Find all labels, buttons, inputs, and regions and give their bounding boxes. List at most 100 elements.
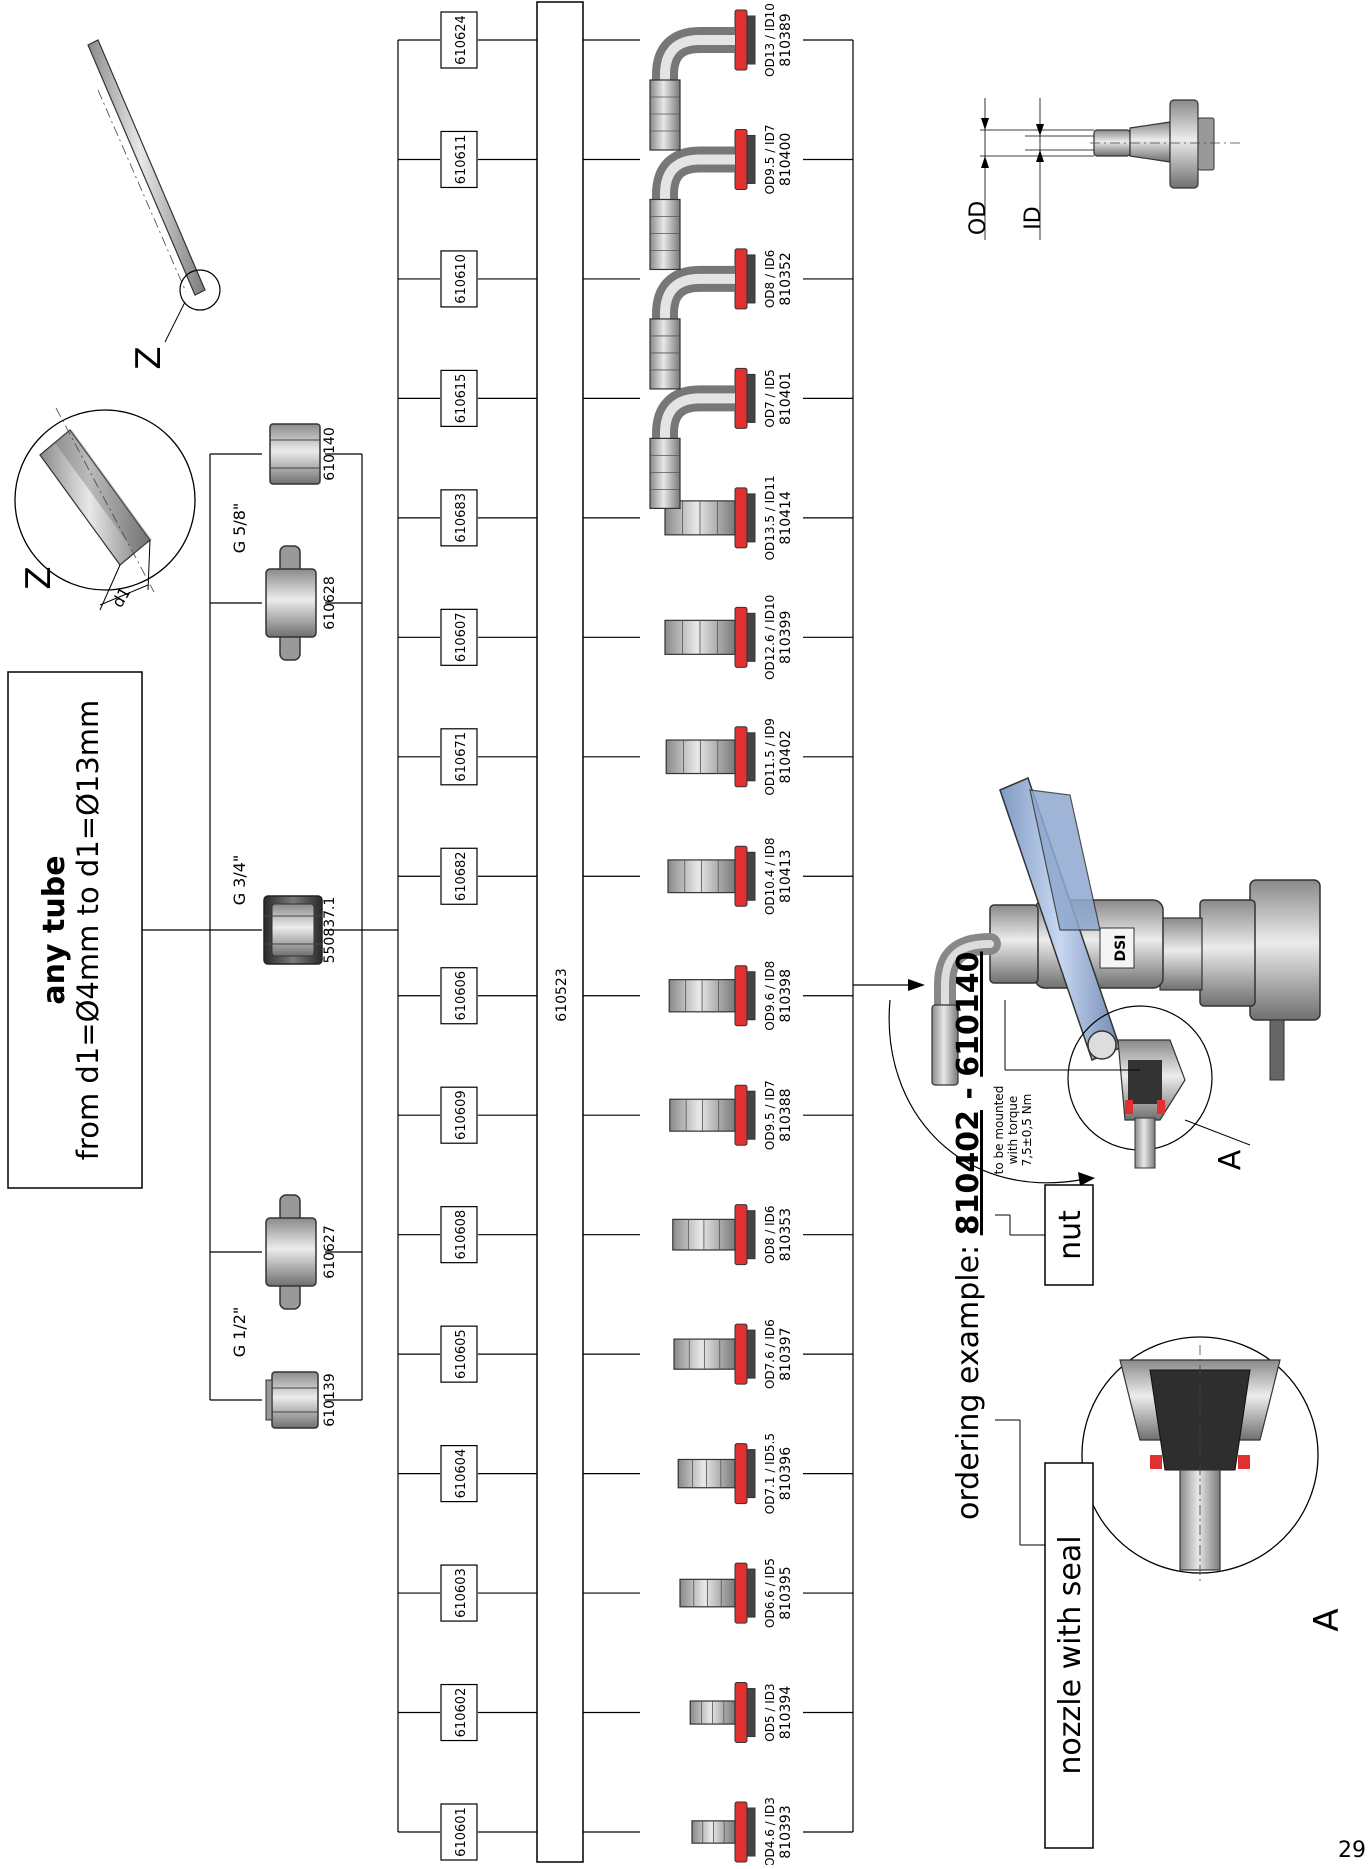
thread-label-g34: G 3/4"	[230, 855, 249, 906]
nozzle-code-label: 810401	[778, 372, 794, 425]
nozzle-size-label: OD8 / ID6	[763, 250, 777, 308]
nut-code-label: 610601	[454, 1807, 469, 1857]
nut-code-row: 610609	[398, 1086, 537, 1144]
straight-nozzle-drawing	[679, 1562, 756, 1624]
straight-nozzle-drawing	[668, 965, 756, 1027]
section-marker-detail: A	[1307, 1608, 1347, 1631]
nut-code-row: 610611	[398, 130, 537, 189]
nut-code-label: 610683	[454, 493, 469, 543]
nozzle-size-label: OD13 / ID10	[763, 3, 777, 77]
nut-code-row: 610671	[398, 728, 537, 786]
straight-nozzle-drawing	[669, 1084, 756, 1146]
page-number: 29	[1338, 1838, 1366, 1863]
part-code-610140: 610140	[322, 427, 338, 480]
nozzle-size-label: OD12.6 / ID10	[763, 595, 777, 680]
nozzle-code-label: 810399	[778, 611, 794, 664]
pointer-arrows	[853, 979, 1095, 1186]
nut-code-label: 610609	[454, 1090, 469, 1140]
nozzle-code-label: 810394	[778, 1686, 794, 1740]
nut-code-row: 610610	[398, 250, 537, 308]
ordering-separator: -	[951, 1077, 986, 1110]
nut-code-row: 610606	[398, 967, 537, 1025]
nut-code-row: 610608	[398, 1206, 537, 1264]
part-code-610628: 610628	[322, 576, 338, 629]
nut-code-label: 610624	[454, 15, 469, 65]
thread-tree-lines	[142, 453, 398, 1401]
torque-note-3: 7,5±0,5 Nm	[1020, 1094, 1034, 1167]
nozzle-size-label: OD9.5 / ID7	[763, 125, 777, 195]
nozzle-code-label: 810398	[778, 969, 794, 1022]
center-part-code: 610523	[554, 968, 570, 1021]
nut-code-label: 610603	[454, 1568, 469, 1618]
nozzle-code-label: 810352	[778, 252, 794, 305]
od-label: OD	[966, 201, 991, 235]
tube-box-title: any tube	[37, 855, 72, 1004]
ordering-text: ordering example: 810402 - 610140	[951, 951, 986, 1520]
hex-nut-610140	[269, 423, 321, 485]
adapter-610627	[265, 1194, 317, 1310]
nut-code-row: 610624	[398, 11, 537, 69]
straight-nozzle-drawing	[677, 1443, 756, 1505]
nozzle-size-label: OD6.6 / ID5	[763, 1558, 777, 1628]
part-code-610139: 610139	[322, 1373, 338, 1426]
nozzle-code-label: 810414	[778, 491, 794, 545]
nozzle-code-label: 810395	[778, 1566, 794, 1619]
nut-code-label: 610608	[454, 1210, 469, 1260]
nut-code-label: 610606	[454, 971, 469, 1021]
nut-code-row: 610607	[398, 608, 537, 666]
nozzle-size-label: OD10.4 / ID8	[763, 838, 777, 916]
nozzle-size-label: OD7.6 / ID6	[763, 1319, 777, 1389]
od-id-detail: OD ID	[966, 98, 1240, 240]
elbow-nozzle-drawing	[649, 248, 756, 390]
straight-nozzle-drawing	[665, 726, 756, 788]
nozzle-code-label: 810413	[778, 850, 794, 903]
nozzle-with-seal-label: nozzle with seal	[1053, 1535, 1088, 1774]
nut-label: nut	[1053, 1210, 1088, 1260]
nozzle-size-label: OD7.1 / ID5.5	[763, 1433, 777, 1514]
tube-box-range: from d1=Ø4mm to d1=Ø13mm	[71, 700, 105, 1161]
nozzle-code-label: 810396	[778, 1447, 794, 1501]
thread-label-g58: G 5/8"	[230, 503, 249, 554]
detail-z-marker-top: Z	[129, 346, 169, 369]
nozzle-size-label: OD11.5 / ID9	[763, 718, 777, 796]
nozzle-size-label: OD9.6 / ID8	[763, 961, 777, 1031]
nut-code-label: 610682	[454, 851, 469, 901]
nozzle-code-label: 810388	[778, 1088, 794, 1141]
nozzle-size-label: OD4.6 / ID3	[763, 1797, 777, 1865]
straight-nozzle-drawing	[664, 606, 756, 668]
part-code-610627: 610627	[322, 1225, 338, 1278]
nozzle-code-label: 810353	[778, 1208, 794, 1261]
detail-z-marker: Z	[19, 566, 59, 589]
nut-code-label: 610607	[454, 613, 469, 663]
torque-note-2: with torque	[1006, 1096, 1020, 1165]
nut-code-column: 6106016106026106036106046106056106086106…	[397, 11, 537, 1861]
straight-nozzle-drawing	[673, 1323, 756, 1385]
ordering-example: ordering example: 810402 - 610140 nozzle…	[951, 951, 1094, 1849]
torque-note-1: to be mounted	[992, 1086, 1006, 1175]
nozzle-size-label: OD7 / ID5	[763, 369, 777, 427]
nut-code-label: 610611	[454, 135, 469, 185]
nut-code-row: 610602	[398, 1683, 537, 1742]
detail-a-enlarged: A	[1081, 1336, 1347, 1632]
nut-code-row: 610601	[398, 1803, 537, 1861]
adapter-610628	[265, 545, 317, 661]
nozzle-code-label: 810400	[778, 133, 794, 186]
nut-code-label: 610671	[454, 732, 469, 782]
hex-nut-610139	[265, 1371, 319, 1429]
nut-code-label: 610615	[454, 374, 469, 424]
elbow-nozzle-drawing	[649, 9, 756, 151]
center-part-bar: 610523	[536, 1, 584, 1863]
